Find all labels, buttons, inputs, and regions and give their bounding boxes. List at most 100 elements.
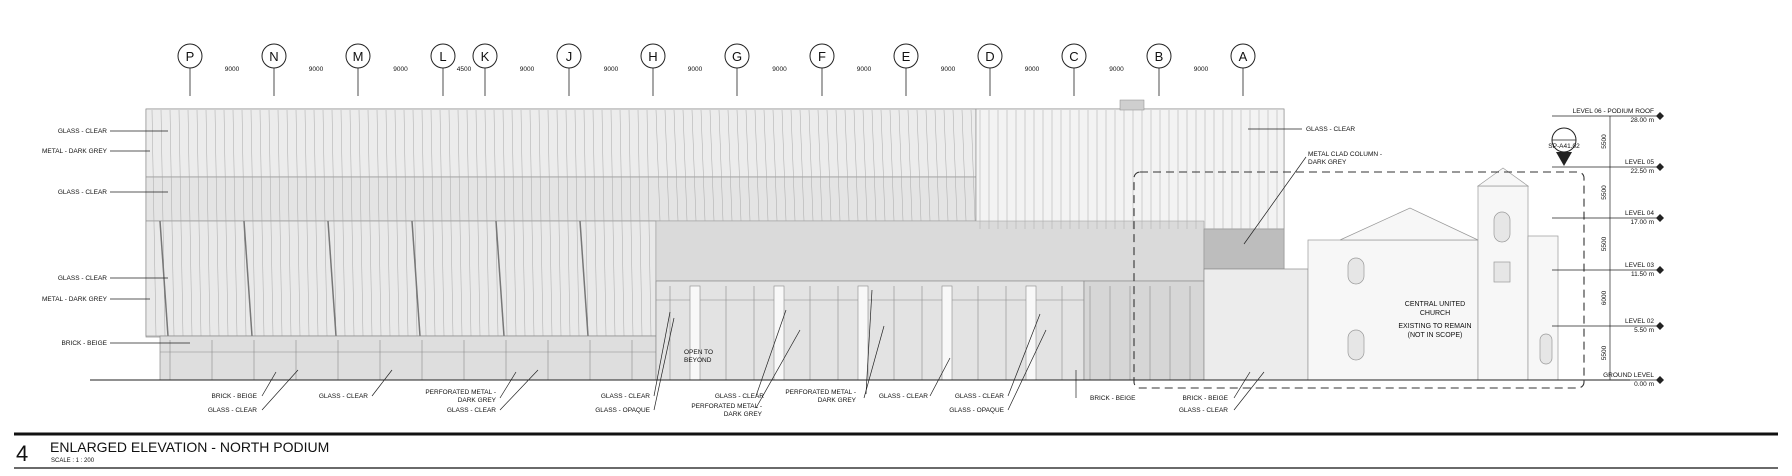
grid-dimension: 9000 (1194, 66, 1209, 73)
grid-dimension: 9000 (857, 66, 872, 73)
grid-dimension: 9000 (225, 66, 240, 73)
note-glass-clear-6: GLASS - CLEAR (879, 393, 928, 400)
left-note-leaders (110, 130, 190, 344)
level-marker: LEVEL 03 11.50 m (1552, 262, 1664, 278)
level-marker: LEVEL 06 - PODIUM ROOF 28.00 m (1552, 108, 1664, 124)
level-elevation: 28.00 m (1631, 117, 1655, 124)
gridline-label: J (566, 49, 573, 64)
gridline-label: G (732, 49, 742, 64)
note-brick-beige-3: BRICK - BEIGE (1182, 395, 1228, 402)
level-marker: LEVEL 05 22.50 m (1552, 159, 1664, 175)
gridline-h: H (640, 43, 666, 96)
note-perforated-metal-2b: DARK GREY (724, 411, 763, 418)
grid-dimension: 9000 (393, 66, 408, 73)
level-dimension: 5500 (1601, 236, 1608, 251)
gridline-label: C (1069, 49, 1078, 64)
gridline-label: A (1239, 49, 1248, 64)
note-left-brick: BRICK - BEIGE (61, 340, 107, 347)
gridline-e: E (893, 43, 919, 96)
grid-dimension: 4500 (457, 66, 472, 73)
gridline-j: J (556, 43, 582, 96)
bottom-note-leaders (261, 289, 1265, 411)
upper-facade (145, 99, 1285, 338)
gridline-m: M (345, 43, 371, 96)
level-name: LEVEL 03 (1625, 262, 1654, 269)
grid-dimension: 9000 (604, 66, 619, 73)
level-elevation: 17.00 m (1631, 219, 1655, 226)
note-glass-opaque-2: GLASS - OPAQUE (949, 407, 1004, 414)
note-glass-clear-3: GLASS - CLEAR (447, 407, 496, 414)
note-brick-beige-1: BRICK - BEIGE (211, 393, 257, 400)
note-perforated-metal-3a: PERFORATED METAL - (785, 389, 856, 396)
gridline-b: B (1146, 43, 1172, 96)
church-label-line-1: CENTRAL UNITED (1405, 301, 1465, 308)
note-left-glass-top: GLASS - CLEAR (58, 128, 107, 135)
level-name: LEVEL 05 (1625, 159, 1654, 166)
gridline-d: D (977, 43, 1003, 96)
note-perforated-metal-1a: PERFORATED METAL - (425, 389, 496, 396)
grid-dimension: 9000 (688, 66, 703, 73)
grid-dimension: 9000 (520, 66, 535, 73)
right-note-leaders (1243, 128, 1307, 245)
gridline-l: L (430, 43, 456, 96)
note-brick-beige-2: BRICK - BEIGE (1090, 395, 1136, 402)
note-right-column-2: DARK GREY (1308, 159, 1347, 166)
note-glass-clear-2: GLASS - CLEAR (319, 393, 368, 400)
level-elevation: 0.00 m (1634, 381, 1654, 388)
level-elevation: 5.50 m (1634, 327, 1654, 334)
scope-boundary (1133, 171, 1585, 389)
level-marker: LEVEL 04 17.00 m (1552, 210, 1664, 226)
gridline-p: P (177, 43, 203, 96)
gridline-label: N (269, 49, 278, 64)
view-title: ENLARGED ELEVATION - NORTH PODIUM (50, 439, 329, 455)
gridline-a: A (1230, 43, 1256, 96)
gridline-f: F (809, 43, 835, 96)
gridline-label: L (439, 49, 446, 64)
view-scale: SCALE : 1 : 200 (51, 458, 95, 464)
church-label-line-4: (NOT IN SCOPE) (1408, 332, 1463, 339)
level-markers: LEVEL 06 - PODIUM ROOF 28.00 m LEVEL 05 22.… (1552, 108, 1664, 388)
level-name: LEVEL 06 - PODIUM ROOF (1573, 108, 1654, 115)
grid-dimension: 9000 (772, 66, 787, 73)
central-united-church (1307, 167, 1559, 381)
gridline-label: K (481, 49, 490, 64)
gridline-k: K (472, 43, 498, 96)
note-glass-opaque-1: GLASS - OPAQUE (595, 407, 650, 414)
note-right-glass: GLASS - CLEAR (1306, 126, 1355, 133)
level-elevation: 22.50 m (1631, 168, 1655, 175)
note-left-glass-low: GLASS - CLEAR (58, 275, 107, 282)
level-name: LEVEL 04 (1625, 210, 1654, 217)
grid-dimension: 9000 (1109, 66, 1124, 73)
level-elevation: 11.50 m (1631, 271, 1654, 278)
level-dimension: 5500 (1601, 185, 1608, 200)
gridline-label: F (818, 49, 826, 64)
level-dimension: 5500 (1601, 134, 1608, 149)
level-dimension: 6000 (1601, 290, 1608, 305)
note-right-column-1: METAL CLAD COLUMN - (1308, 151, 1382, 158)
section-tag-label: SP-A41.02 (1548, 143, 1580, 150)
note-perforated-metal-2a: PERFORATED METAL - (691, 403, 762, 410)
note-perforated-metal-1b: DARK GREY (458, 397, 497, 404)
note-open-to: OPEN TO (684, 349, 713, 356)
note-beyond: BEYOND (684, 357, 712, 364)
section-tag (1551, 127, 1577, 166)
grid-dimension: 9000 (1025, 66, 1040, 73)
note-perforated-metal-3b: DARK GREY (818, 397, 857, 404)
gridline-label: B (1155, 49, 1164, 64)
level-marker: LEVEL 02 5.50 m (1552, 318, 1664, 334)
gridline-label: H (648, 49, 657, 64)
note-left-metal-top: METAL - DARK GREY (42, 148, 108, 155)
gridline-c: C (1061, 43, 1087, 96)
note-glass-clear-8: GLASS - CLEAR (1179, 407, 1228, 414)
level-name: LEVEL 02 (1625, 318, 1654, 325)
gridline-label: E (902, 49, 911, 64)
gridline-label: P (186, 49, 195, 64)
note-glass-clear-4: GLASS - CLEAR (601, 393, 650, 400)
level-dimension: 5500 (1601, 345, 1608, 360)
church-label-line-2: CHURCH (1420, 310, 1450, 317)
note-left-glass-mid: GLASS - CLEAR (58, 189, 107, 196)
note-glass-clear-1: GLASS - CLEAR (208, 407, 257, 414)
